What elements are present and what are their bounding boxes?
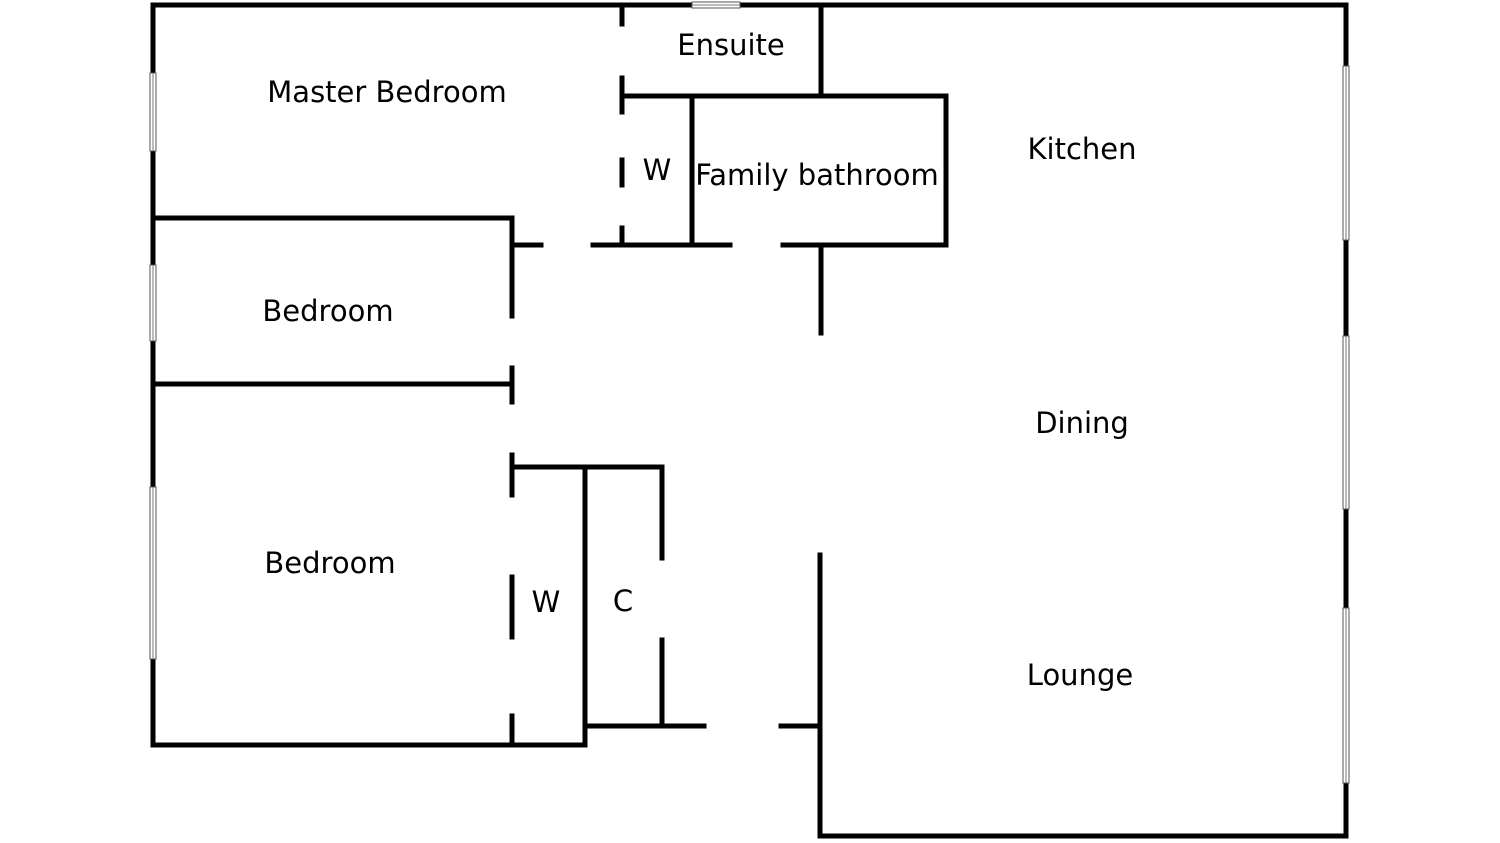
window-right-3 [1342,607,1350,784]
window-right-2 [1342,335,1350,510]
walls [150,2,1349,839]
window-left-2 [149,264,157,342]
window-left-1 [149,72,157,152]
label-kitchen: Kitchen [1028,132,1137,166]
window-right-1 [1342,65,1350,241]
label-bedroom-middle: Bedroom [262,294,393,328]
label-bedroom-lower: Bedroom [264,546,395,580]
label-lounge: Lounge [1027,658,1133,692]
window-top [691,1,741,9]
window-left-3 [149,486,157,660]
label-wardrobe-lower: W [532,585,561,619]
label-cupboard: C [613,584,633,618]
label-wardrobe-master: W [643,153,672,187]
room-labels: Master Bedroom Ensuite W Family bathroom… [262,28,1136,692]
label-ensuite: Ensuite [677,28,784,62]
windows [149,1,1350,784]
label-master-bedroom: Master Bedroom [267,75,506,109]
label-dining: Dining [1035,406,1129,440]
label-family-bathroom: Family bathroom [695,158,938,192]
